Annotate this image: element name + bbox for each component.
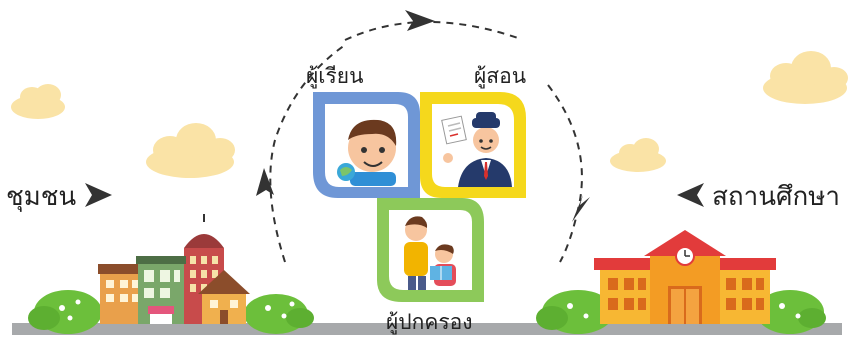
- city-buildings-icon: [28, 214, 314, 334]
- ground-strip: [12, 323, 842, 335]
- boy-with-globe-icon: [337, 119, 397, 186]
- cloud-left-large: [146, 123, 235, 178]
- teacher-label: ผู้สอน: [474, 64, 527, 88]
- parent-leaf-card: [377, 198, 484, 302]
- arrow-head-right: [572, 195, 590, 222]
- learner-leaf-card: [313, 92, 420, 198]
- school-building-icon: [536, 230, 826, 334]
- community-label: ชุมชน: [6, 182, 77, 212]
- cloud-right-small: [610, 138, 666, 172]
- parent-label: ผู้ปกครอง: [386, 310, 473, 334]
- learner-label: ผู้เรียน: [306, 64, 364, 88]
- cloud-left: [11, 84, 65, 119]
- community-arrow-icon: [85, 183, 112, 207]
- teacher-leaf-card: [420, 92, 526, 198]
- cloud-right-top: [763, 51, 848, 104]
- arrow-head-top: [405, 10, 435, 31]
- arrow-head-left: [256, 168, 274, 196]
- school-label: สถานศึกษา: [712, 182, 840, 212]
- school-arrow-icon: [677, 183, 704, 207]
- father-and-child-reading-icon: [404, 216, 456, 290]
- teacher-with-paper-icon: [441, 112, 512, 187]
